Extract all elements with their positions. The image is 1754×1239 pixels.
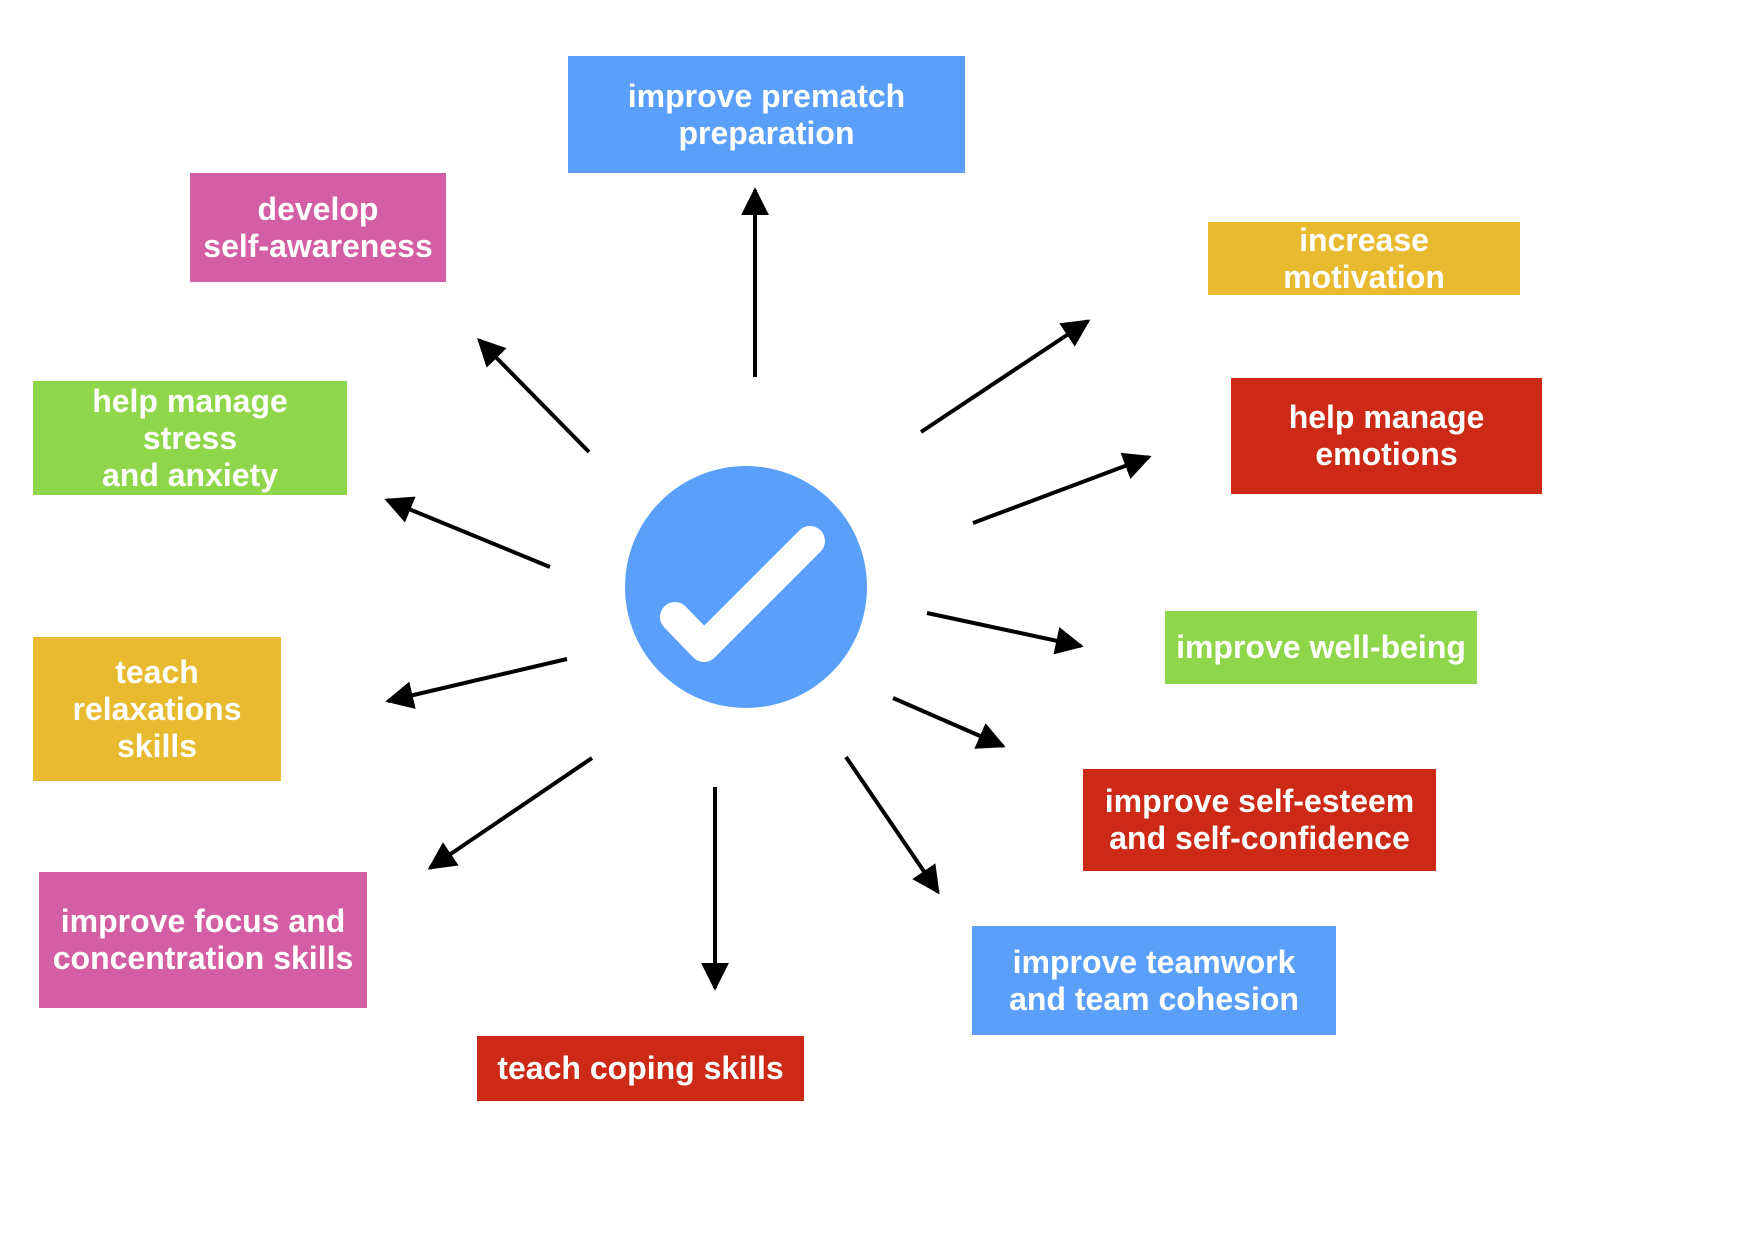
- goal-label: help manage stress and anxiety: [92, 382, 288, 493]
- goal-stress-anxiety: help manage stress and anxiety: [33, 381, 347, 495]
- goal-relaxation-skills: teach relaxations skills: [33, 637, 281, 781]
- arrow-focus: [427, 756, 594, 870]
- arrow-stress: [384, 496, 551, 569]
- goal-teamwork: improve teamwork and team cohesion: [972, 926, 1336, 1035]
- arrows: [384, 187, 1152, 991]
- arrow-motivation: [919, 319, 1091, 434]
- goal-emotions: help manage emotions: [1231, 378, 1542, 494]
- goal-label: increase motivation: [1283, 221, 1445, 295]
- arrow-relaxation: [385, 657, 568, 709]
- goal-label: develop self-awareness: [203, 190, 433, 264]
- arrow-self-awareness: [477, 338, 591, 454]
- arrow-emotions: [972, 452, 1152, 525]
- arrow-self-esteem: [892, 696, 1006, 749]
- arrow-wellbeing: [926, 611, 1084, 655]
- goal-well-being: improve well-being: [1165, 611, 1477, 684]
- goal-self-awareness: develop self-awareness: [190, 173, 446, 282]
- goal-focus-concentration: improve focus and concentration skills: [39, 872, 367, 1008]
- goal-label: help manage emotions: [1288, 399, 1485, 472]
- center-check-circle: [625, 466, 867, 708]
- goal-label: improve teamwork and team cohesion: [1009, 943, 1299, 1017]
- goal-label: improve prematch preparation: [627, 77, 906, 151]
- goal-self-esteem: improve self-esteem and self-confidence: [1083, 769, 1436, 871]
- goal-label: improve focus and concentration skills: [52, 903, 354, 976]
- goal-label: improve well-being: [1176, 629, 1466, 665]
- goal-label: improve self-esteem and self-confidence: [1104, 783, 1415, 856]
- goal-motivation: increase motivation: [1208, 222, 1520, 295]
- goal-label: teach relaxations skills: [72, 653, 242, 764]
- goal-coping-skills: teach coping skills: [477, 1036, 804, 1101]
- goal-label: teach coping skills: [497, 1050, 784, 1086]
- arrow-teamwork: [844, 755, 940, 895]
- checkmark-icon: [660, 526, 825, 662]
- goal-prematch-preparation: improve prematch preparation: [568, 56, 965, 173]
